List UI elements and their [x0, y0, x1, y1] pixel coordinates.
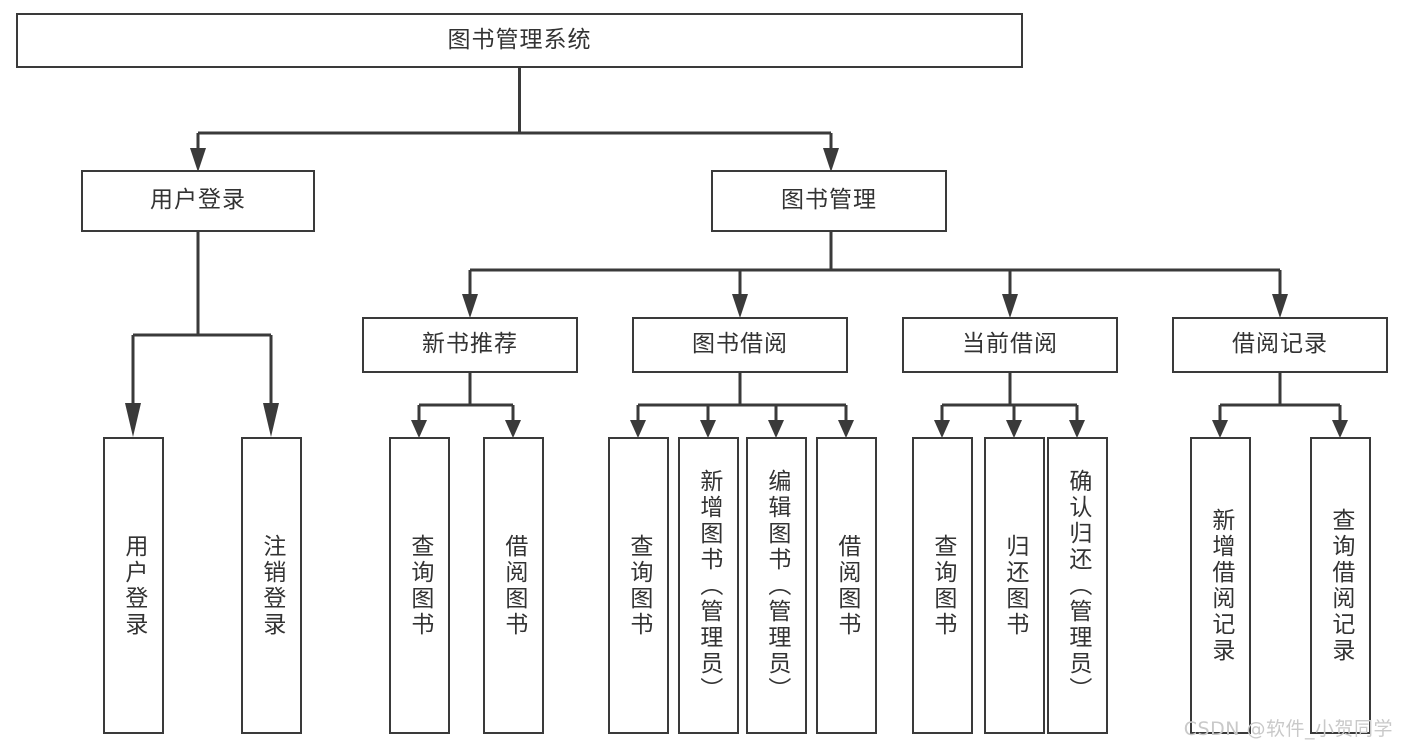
node-label: 新增借阅记录 [1207, 507, 1234, 664]
node-label: 用户登录 [150, 187, 246, 214]
leaf-book-borrow-borrow-book[interactable]: 借阅图书 [816, 437, 877, 734]
node-label: 借阅图书 [500, 533, 527, 638]
node-label: 新书推荐 [422, 331, 518, 358]
csdn-watermark: CSDN @软件_小贺同学 [1183, 718, 1393, 740]
leaf-book-borrow-edit-book-admin[interactable]: 编辑图书（管理员） [746, 437, 807, 734]
leaf-book-borrow-add-book-admin[interactable]: 新增图书（管理员） [678, 437, 739, 734]
node-label: 查询图书 [929, 533, 956, 638]
node-label: 借阅记录 [1232, 331, 1328, 358]
leaf-current-borrow-return-book[interactable]: 归还图书 [984, 437, 1045, 734]
node-label: 当前借阅 [962, 331, 1058, 358]
node-label: 确认归还（管理员） [1064, 468, 1091, 703]
leaf-borrow-record-add-record[interactable]: 新增借阅记录 [1190, 437, 1251, 734]
leaf-new-book-query-book[interactable]: 查询图书 [389, 437, 450, 734]
leaf-new-book-borrow-book[interactable]: 借阅图书 [483, 437, 544, 734]
node-book-management[interactable]: 图书管理 [711, 170, 947, 232]
node-label: 用户登录 [120, 533, 147, 638]
node-label: 借阅图书 [833, 533, 860, 638]
node-label: 查询图书 [625, 533, 652, 638]
node-user-login[interactable]: 用户登录 [81, 170, 315, 232]
node-label: 图书管理系统 [447, 26, 592, 53]
node-label: 注销登录 [258, 533, 285, 638]
node-label: 查询图书 [406, 533, 433, 638]
node-label: 查询借阅记录 [1327, 507, 1354, 664]
node-book-borrow[interactable]: 图书借阅 [632, 317, 848, 373]
node-borrow-record[interactable]: 借阅记录 [1172, 317, 1388, 373]
node-root-book-management-system[interactable]: 图书管理系统 [16, 13, 1023, 68]
arrowheads [125, 148, 1348, 438]
node-label: 图书管理 [781, 187, 877, 214]
node-label: 归还图书 [1001, 533, 1028, 638]
leaf-user-login-login[interactable]: 用户登录 [103, 437, 164, 734]
leaf-book-borrow-query-book[interactable]: 查询图书 [608, 437, 669, 734]
node-label: 编辑图书（管理员） [763, 468, 790, 703]
leaf-current-borrow-query-book[interactable]: 查询图书 [912, 437, 973, 734]
leaf-user-login-logout[interactable]: 注销登录 [241, 437, 302, 734]
node-label: 新增图书（管理员） [695, 468, 722, 703]
leaf-current-borrow-confirm-return-admin[interactable]: 确认归还（管理员） [1047, 437, 1108, 734]
node-new-book-recommend[interactable]: 新书推荐 [362, 317, 578, 373]
node-current-borrow[interactable]: 当前借阅 [902, 317, 1118, 373]
node-label: 图书借阅 [692, 331, 788, 358]
leaf-borrow-record-query-record[interactable]: 查询借阅记录 [1310, 437, 1371, 734]
